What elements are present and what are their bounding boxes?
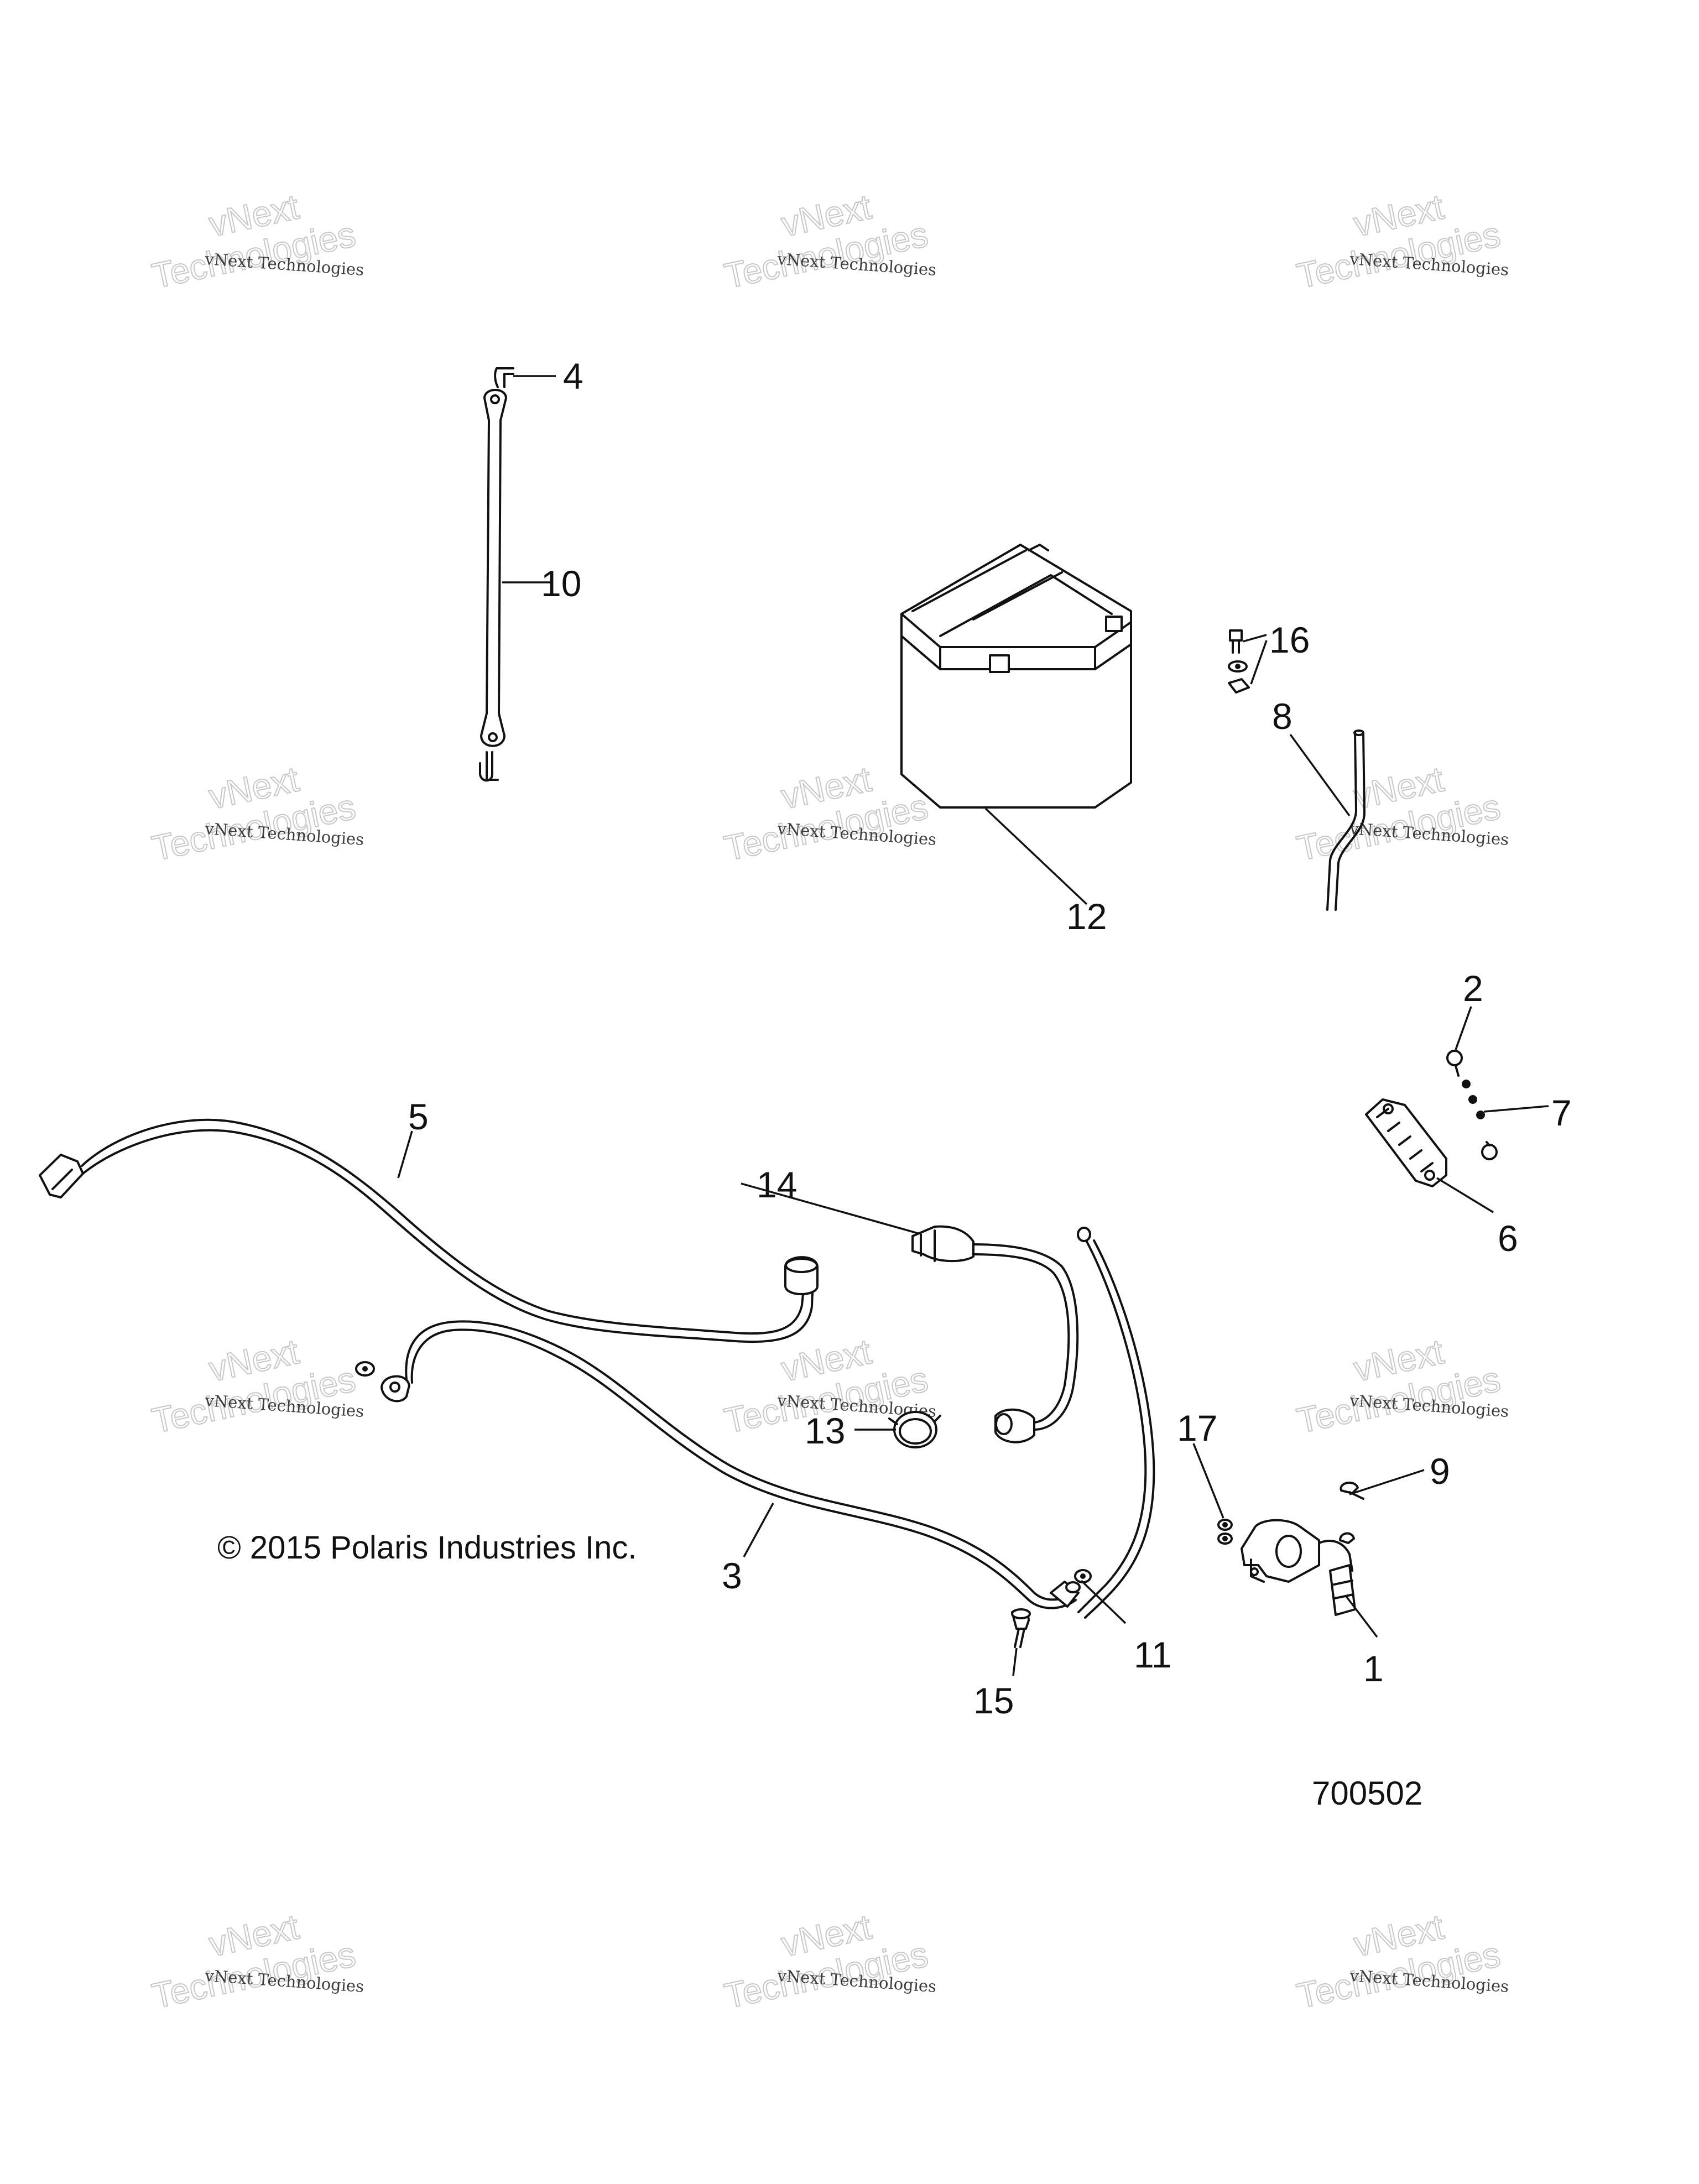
watermark: vNext Technologies bbox=[148, 186, 359, 296]
callout-3: 3 bbox=[722, 1555, 742, 1596]
watermark: vNext Technologies bbox=[1293, 186, 1504, 296]
watermark: vNext Technologies bbox=[721, 1906, 932, 2016]
cable-14 bbox=[911, 1225, 1079, 1443]
callout-12: 12 bbox=[1066, 896, 1107, 937]
cable-5 bbox=[39, 1118, 819, 1343]
callout-15: 15 bbox=[973, 1680, 1014, 1721]
watermark: vNext Technologies bbox=[148, 1331, 359, 1441]
callout-16: 16 bbox=[1269, 619, 1310, 660]
watermark: vNext Technologies bbox=[148, 1906, 359, 2016]
vent-tube bbox=[1326, 729, 1366, 911]
callout-5: 5 bbox=[408, 1096, 429, 1137]
battery-strap bbox=[479, 367, 514, 782]
push-rivet bbox=[1011, 1608, 1031, 1648]
callout-7: 7 bbox=[1551, 1092, 1572, 1133]
cable-11 bbox=[1065, 1227, 1155, 1619]
hose-clamp bbox=[888, 1411, 941, 1448]
callout-14: 14 bbox=[757, 1164, 797, 1205]
callout-13: 13 bbox=[805, 1410, 845, 1451]
callout-6: 6 bbox=[1498, 1218, 1518, 1259]
callouts: 1 2 3 4 5 6 7 8 9 10 11 12 13 14 15 16 1… bbox=[408, 356, 1572, 1721]
figure-number: 700502 bbox=[1312, 1775, 1422, 1812]
watermark: vNext Technologies bbox=[1293, 1906, 1504, 2016]
terminal-block bbox=[1365, 1050, 1498, 1187]
callout-10: 10 bbox=[541, 563, 581, 604]
callout-8: 8 bbox=[1272, 696, 1293, 737]
terminal-bolt-and-nut bbox=[1228, 629, 1250, 694]
watermark: vNext Technologies bbox=[148, 758, 359, 869]
leader-lines bbox=[397, 375, 1549, 1676]
battery bbox=[900, 544, 1132, 809]
callout-11: 11 bbox=[1134, 1634, 1172, 1675]
callout-9: 9 bbox=[1430, 1451, 1450, 1492]
watermark: vNext Technologies bbox=[721, 186, 932, 296]
watermark: vNext Technologies bbox=[1293, 1331, 1504, 1441]
callout-17: 17 bbox=[1177, 1408, 1217, 1448]
cable-3 bbox=[355, 1320, 1080, 1609]
callout-1: 1 bbox=[1363, 1648, 1384, 1689]
callout-2: 2 bbox=[1463, 968, 1483, 1009]
solenoid-relay bbox=[1217, 1482, 1364, 1616]
watermark: vNext Technologies bbox=[1293, 758, 1504, 869]
copyright-notice: © 2015 Polaris Industries Inc. bbox=[217, 1530, 637, 1566]
callout-4: 4 bbox=[563, 356, 583, 397]
watermark: vNext Technologies bbox=[721, 758, 932, 869]
